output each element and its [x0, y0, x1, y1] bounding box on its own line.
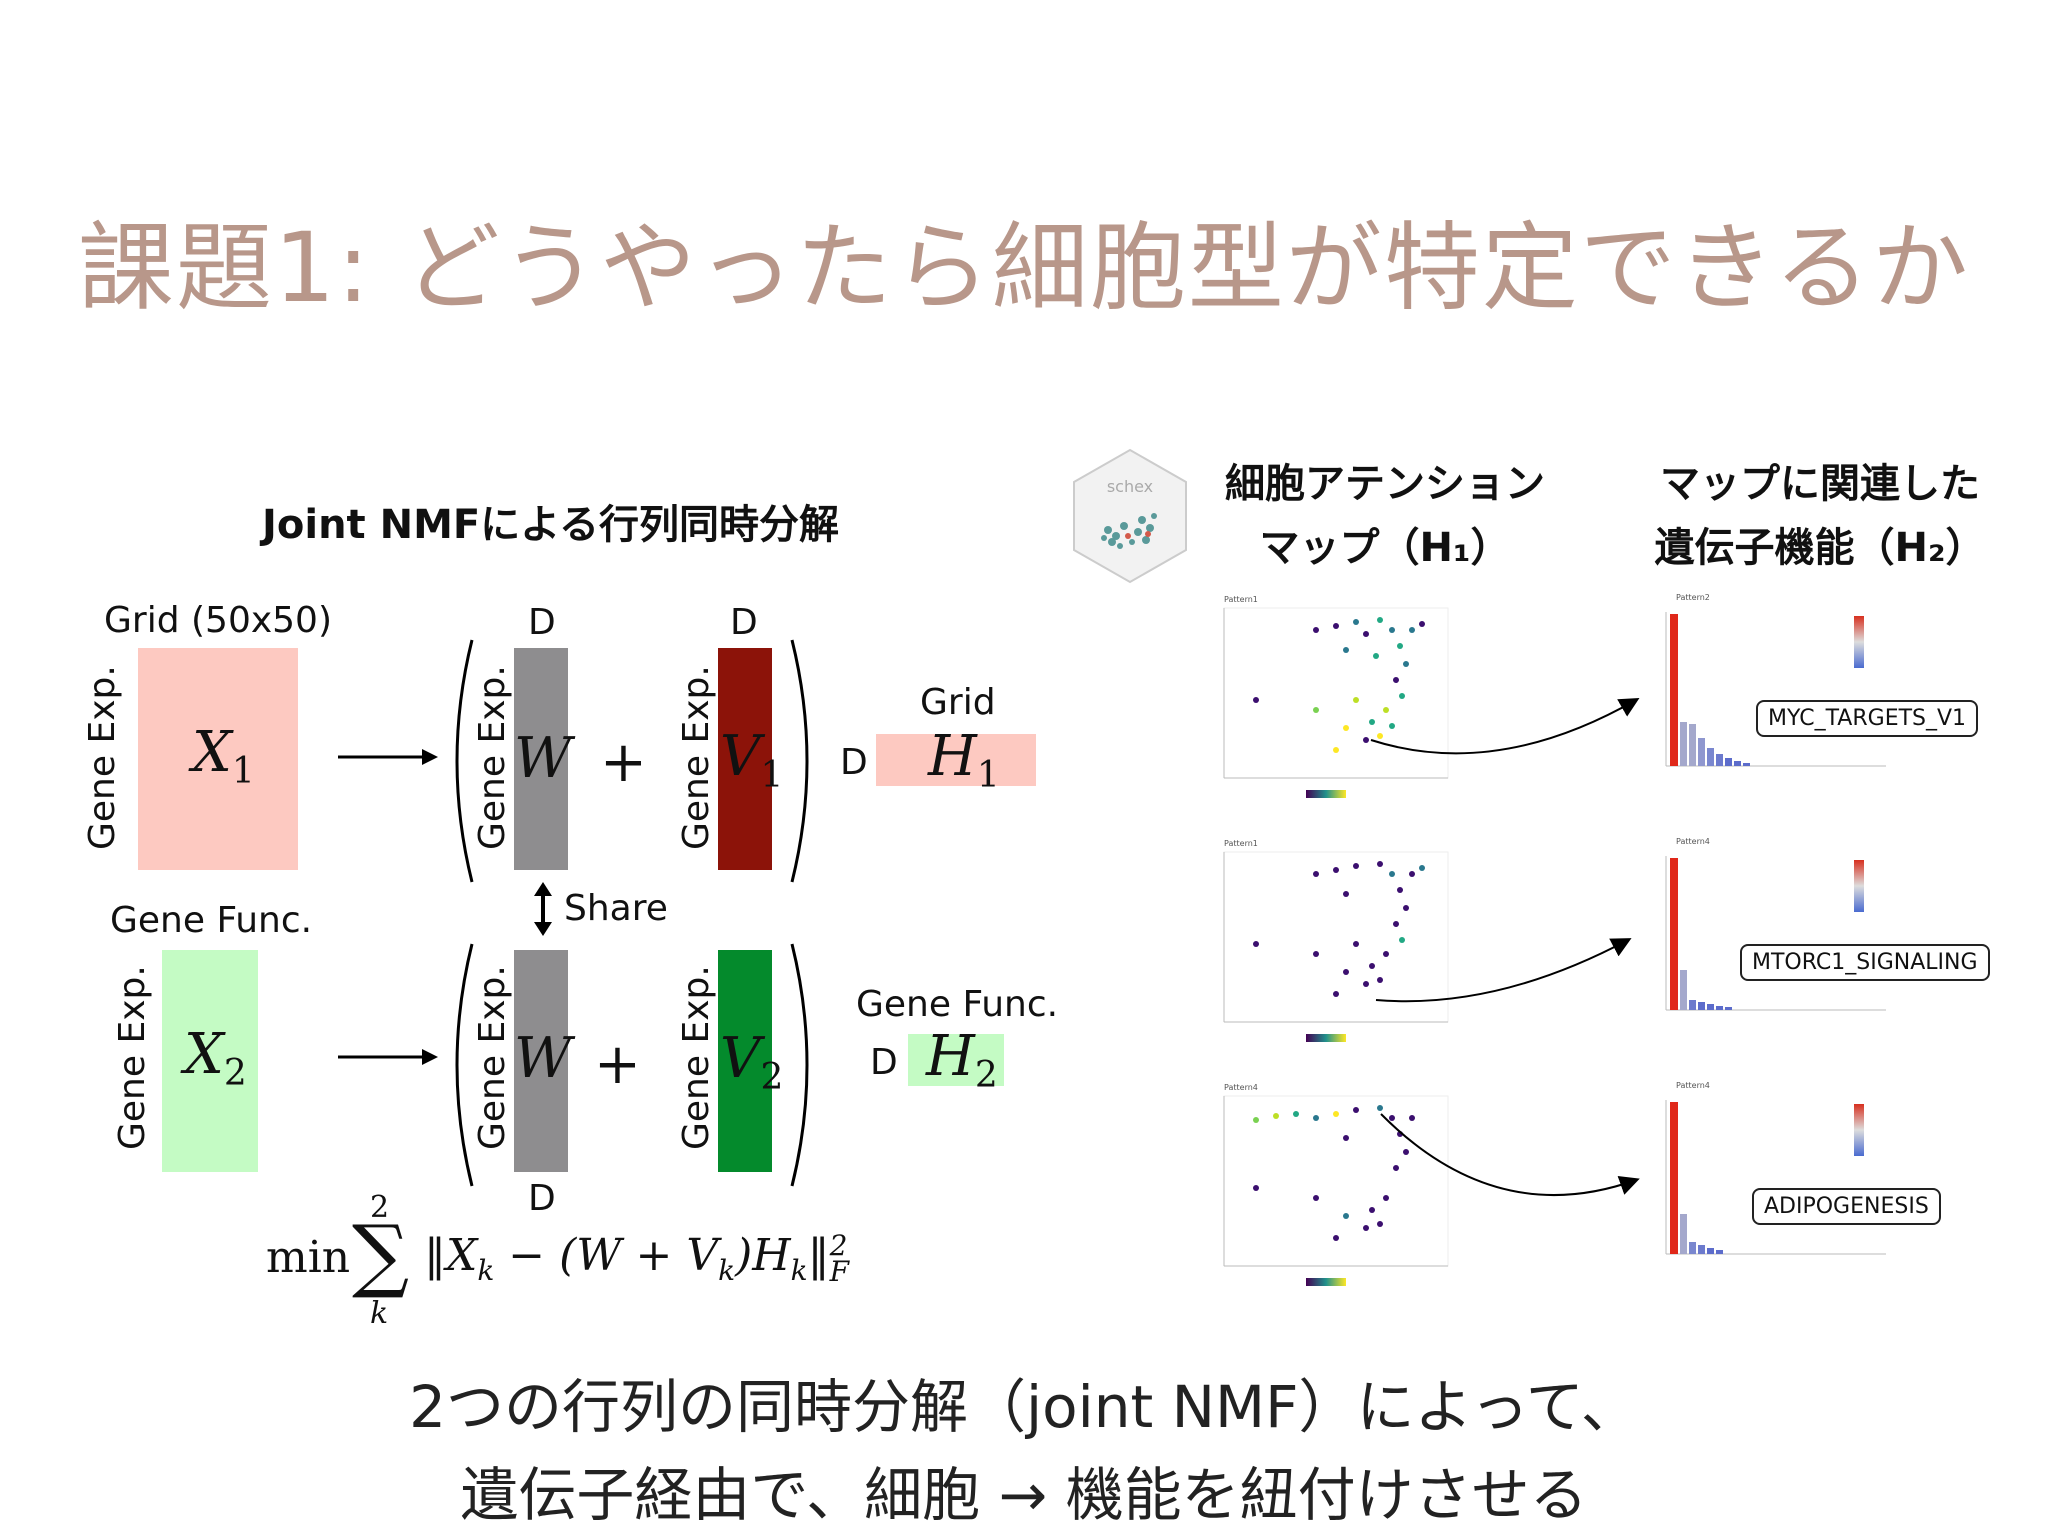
v1-gene-exp-label: Gene Exp. [676, 665, 717, 850]
results-panels: Pattern1 Pattern2 [1223, 593, 1886, 1286]
panel-3-scatter [1253, 1105, 1415, 1241]
callout-adipogenesis: ADIPOGENESIS [1752, 1188, 1941, 1225]
attention-map-title: 細胞アテンションマップ（H₁） [1225, 461, 1545, 571]
formula-sum-lower: k [370, 1296, 389, 1331]
x1-symbol: X1 [192, 720, 255, 793]
panel-3-bar-title: Pattern4 [1676, 1081, 1710, 1090]
callout-mtorc1: MTORC1_SIGNALING [1740, 944, 1990, 981]
panel-1: Pattern1 Pattern2 [1223, 593, 1886, 798]
h1-symbol: H1 [928, 724, 1000, 797]
h1-d-label: D [840, 742, 868, 783]
summary-line-1: 2つの行列の同時分解（joint NMF）によって、 [409, 1373, 1639, 1441]
v2-symbol: V2 [720, 1026, 784, 1099]
x2-gene-exp-label: Gene Exp. [112, 965, 153, 1150]
panel-3: Pattern4 Pattern4 [1223, 1081, 1886, 1286]
h2-symbol: H2 [926, 1024, 998, 1097]
panel-3-bars [1670, 1102, 1723, 1254]
panel-1-map-title: Pattern1 [1224, 595, 1258, 604]
h2-d-label: D [870, 1042, 898, 1083]
joint-nmf-subtitle: Joint NMFによる行列同時分解 [262, 502, 840, 548]
share-arrow-icon [534, 882, 552, 936]
w-bottom-d-label: D [528, 1178, 556, 1219]
v2-matrix [718, 950, 772, 1172]
x1-gene-exp-label: Gene Exp. [82, 665, 123, 850]
panel-3-map-title: Pattern4 [1224, 1083, 1258, 1092]
panel-2-bars [1670, 858, 1732, 1010]
x2-symbol: X2 [184, 1022, 247, 1095]
bottom-left-paren [455, 943, 474, 1187]
v1-matrix [718, 648, 772, 870]
x2-matrix [162, 950, 258, 1172]
svg-text:schex: schex [1107, 477, 1153, 496]
callout-myc-targets: MYC_TARGETS_V1 [1756, 700, 1979, 737]
plus-top: + [600, 730, 647, 795]
h1-grid-label: Grid [920, 682, 996, 723]
plus-bottom: + [594, 1032, 641, 1097]
formula-sum-upper: 2 [370, 1190, 390, 1225]
formula-min: min [266, 1232, 351, 1283]
panel-2-bar-title: Pattern4 [1676, 837, 1710, 846]
panel-1-scatter [1253, 617, 1425, 753]
panel-1-bars [1670, 614, 1750, 766]
share-label: Share [564, 888, 668, 929]
panel-2-map-title: Pattern1 [1224, 839, 1258, 848]
h2-gene-func-label: Gene Func. [856, 984, 1059, 1025]
summary-line-2: 遺伝子経由で、細胞 → 機能を紐付けさせる [460, 1461, 1588, 1529]
h1-matrix [876, 734, 1036, 786]
panel-2-scatter [1253, 861, 1425, 997]
gene-func-label: Gene Func. [110, 900, 313, 941]
top-left-paren [455, 639, 474, 883]
top-right-paren [790, 639, 809, 883]
w-top-gene-exp-label: Gene Exp. [472, 665, 513, 850]
panel-1-bar-title: Pattern2 [1676, 593, 1710, 602]
arrow-x1 [338, 749, 438, 765]
v1-symbol: V1 [720, 724, 784, 797]
w-matrix-bottom [514, 950, 568, 1172]
h2-matrix [908, 1034, 1004, 1086]
w-top-symbol: W [514, 726, 572, 791]
arrow-x2 [338, 1049, 438, 1065]
x1-matrix [138, 648, 298, 870]
bottom-right-paren [790, 943, 809, 1187]
grid-size-label: Grid (50x50) [104, 600, 333, 641]
gene-function-title: マップに関連した遺伝子機能（H₂） [1654, 461, 1986, 571]
v2-gene-exp-label: Gene Exp. [676, 965, 717, 1150]
schex-logo: schex [1073, 448, 1187, 584]
w-matrix-top [514, 648, 568, 870]
slide-title: 課題1: どうやったら細胞型が特定できるか [77, 212, 1971, 324]
panel-2: Pattern1 Pattern4 [1223, 837, 1886, 1042]
w-top-d-label: D [528, 602, 556, 643]
w-bottom-gene-exp-label: Gene Exp. [472, 965, 513, 1150]
v1-d-label: D [730, 602, 758, 643]
formula-sigma: ∑ [352, 1208, 410, 1301]
w-bottom-symbol: W [514, 1026, 572, 1091]
